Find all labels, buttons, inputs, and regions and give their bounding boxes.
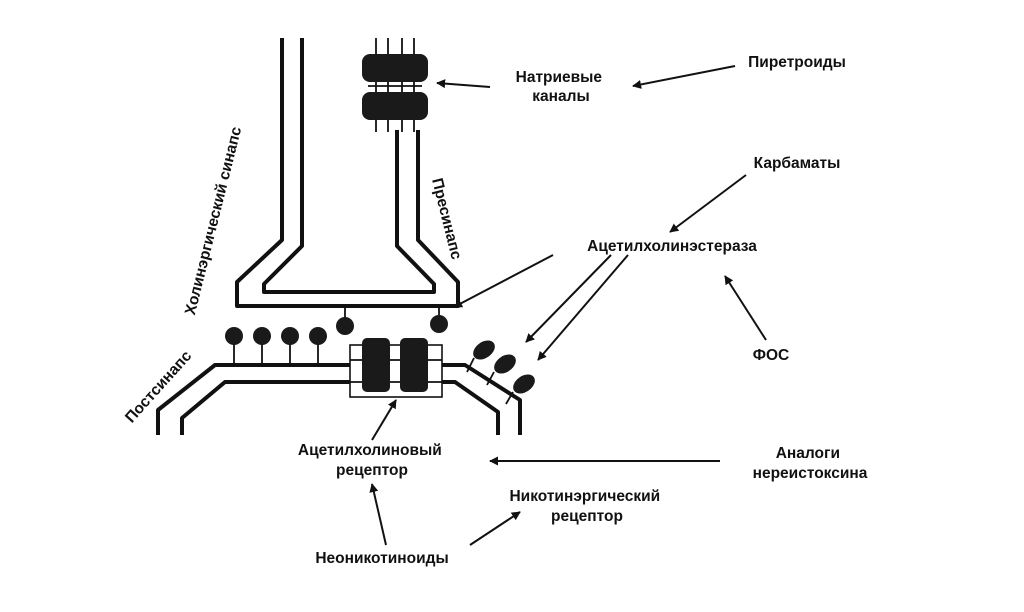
sodium-channels-label: Натриевые каналы <box>516 69 607 105</box>
acetylcholine-receptor-channel <box>349 338 443 398</box>
postsynapse-membrane <box>156 363 522 435</box>
carbamates-label: Карбаматы <box>754 155 841 172</box>
sodium-channels <box>362 38 428 132</box>
presynapse-label: Пресинапс <box>428 177 465 262</box>
arrow-ache-presynapse <box>453 254 554 308</box>
acetylcholinesterase-enzymes <box>466 340 535 405</box>
arrow-neonic-nicotinergic <box>469 511 521 546</box>
pyrethroids-label: Пиретроиды <box>748 54 846 71</box>
nicotinergic-receptor-label: Никотинэргический рецептор <box>509 488 664 525</box>
arrow-neonic-acetylcholine <box>369 483 387 546</box>
neonicotinoids-label: Неоникотиноиды <box>315 550 448 567</box>
arrow-ache-enzyme <box>525 254 612 343</box>
arrow-carbamates <box>669 174 747 233</box>
arrow-ache-enzyme-lower <box>537 254 629 361</box>
acetylcholine-receptor-label: Ацетилхолиновый рецептор <box>298 442 446 479</box>
arrow-pyrethroids <box>632 65 736 89</box>
arrow-fos <box>724 275 767 341</box>
presynapse-membrane <box>235 38 460 308</box>
arrows <box>369 65 767 546</box>
fos-label: ФОС <box>753 347 789 364</box>
postsynaptic-receptors <box>225 327 327 365</box>
presynapse-vesicles <box>336 306 448 335</box>
arrow-receptor-label <box>371 399 397 441</box>
acetylcholinesterase-label: Ацетилхолинэстераза <box>587 238 757 255</box>
arrow-label-to-sodium <box>436 79 491 89</box>
nereistoxin-analogs-label: Аналоги нереистоксина <box>753 445 868 482</box>
sodium-channel-upper <box>362 54 428 82</box>
sodium-channel-lower <box>362 92 428 120</box>
